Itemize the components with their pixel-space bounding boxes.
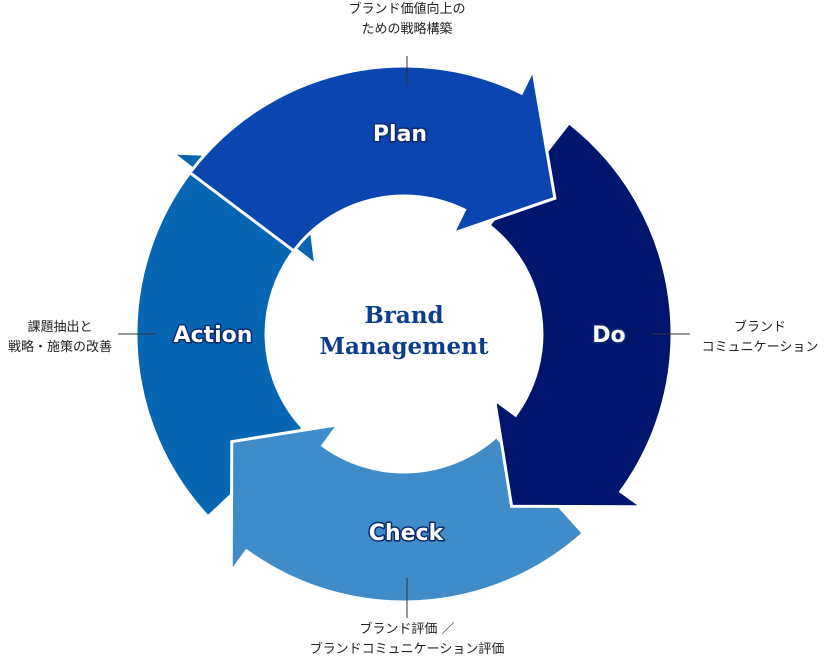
do-label: Do [592,323,625,348]
plan-note-line: ための戦略構築 [361,22,453,37]
check-segment [229,422,586,604]
do-note-line: ブランド [733,320,786,335]
check-note-line: ブランド評価 ／ [359,622,455,637]
check-note-line: ブランドコミュニケーション評価 [309,642,505,657]
action-note: 課題抽出と 戦略・施策の改善 [0,318,120,358]
action-label: Action [174,323,253,348]
plan-note-line: ブランド価値向上の [348,2,466,17]
plan-segment [187,64,557,253]
center-title-line1: Brand [364,302,443,329]
action-note-line: 戦略・施策の改善 [7,340,112,355]
plan-note: ブランド価値向上の ための戦略構築 [300,0,514,40]
plan-label: Plan [373,122,427,147]
check-note: ブランド評価 ／ ブランドコミュニケーション評価 [260,620,554,660]
check-label: Check [369,521,445,546]
center-title-line2: Management [319,333,488,360]
do-note: ブランド コミュニケーション [686,318,834,358]
action-note-line: 課題抽出と [27,320,93,335]
do-segment [486,120,674,509]
action-segment [134,151,318,519]
do-note-line: コミュニケーション [701,340,819,355]
